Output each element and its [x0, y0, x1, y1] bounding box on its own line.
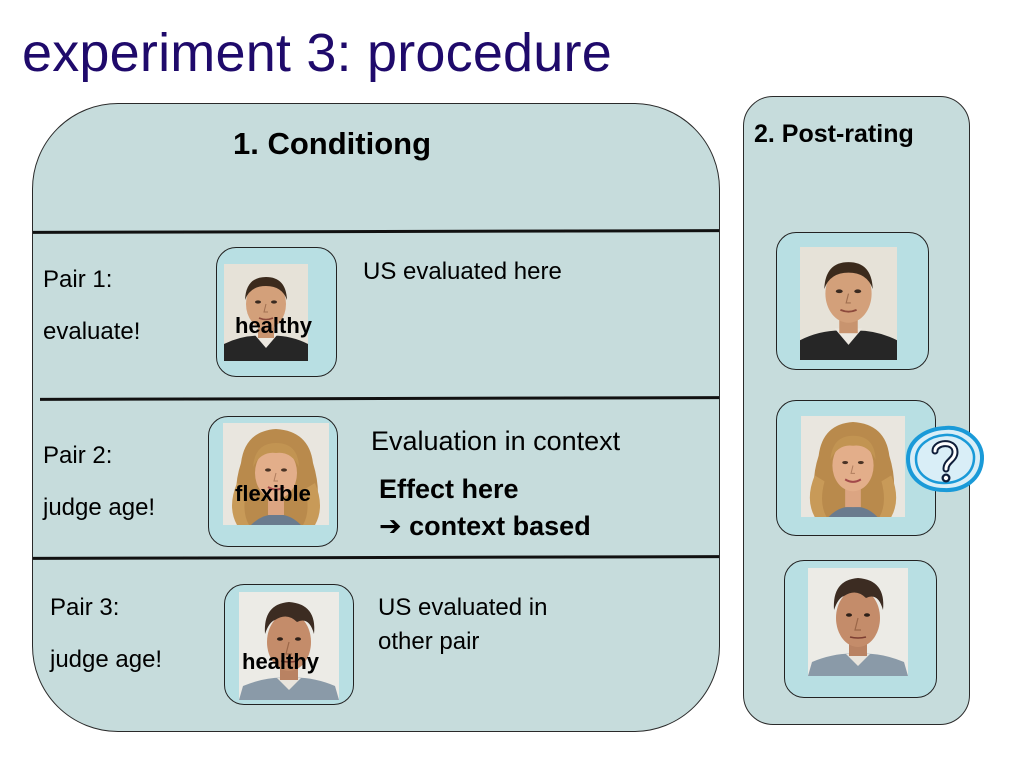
question-mark-icon — [904, 424, 986, 494]
pair-2-effect-line2-text: context based — [409, 511, 591, 541]
pair-2-task: judge age! — [43, 494, 156, 521]
conditioning-panel — [32, 103, 720, 732]
arrow-right-icon: ➔ — [379, 511, 402, 541]
pair-1-cs-label: healthy — [235, 313, 313, 338]
face-photo-man-1 — [224, 264, 308, 361]
face-photo-man-1 — [800, 247, 897, 360]
pair-3-cs-label: healthy — [242, 649, 320, 674]
pair-2-name: Pair 2: — [43, 442, 113, 469]
face-photo-woman — [223, 423, 329, 525]
pair-1-name: Pair 1: — [43, 266, 113, 293]
pair-3-task: judge age! — [50, 646, 163, 673]
pair-2-effect-line2: ➔ context based — [379, 511, 591, 542]
slide-title: experiment 3: procedure — [22, 23, 612, 83]
pair-2-effect-line1: Effect here — [379, 474, 519, 504]
face-photo-man-2 — [239, 592, 339, 700]
post-rating-heading: 2. Post-rating — [754, 120, 914, 148]
pair-2-cs-label: flexible — [235, 481, 311, 506]
face-photo-woman — [801, 416, 905, 517]
conditioning-heading: 1. Conditiong — [233, 126, 432, 161]
pair-3-note-line1: US evaluated in — [378, 594, 548, 621]
pair-1-task: evaluate! — [43, 318, 141, 345]
pair-2-note: Evaluation in context — [371, 426, 621, 456]
pair-1-note: US evaluated here — [363, 258, 562, 285]
pair-3-note-line2: other pair — [378, 628, 480, 655]
face-photo-man-2 — [808, 568, 908, 676]
pair-3-name: Pair 3: — [50, 594, 120, 621]
